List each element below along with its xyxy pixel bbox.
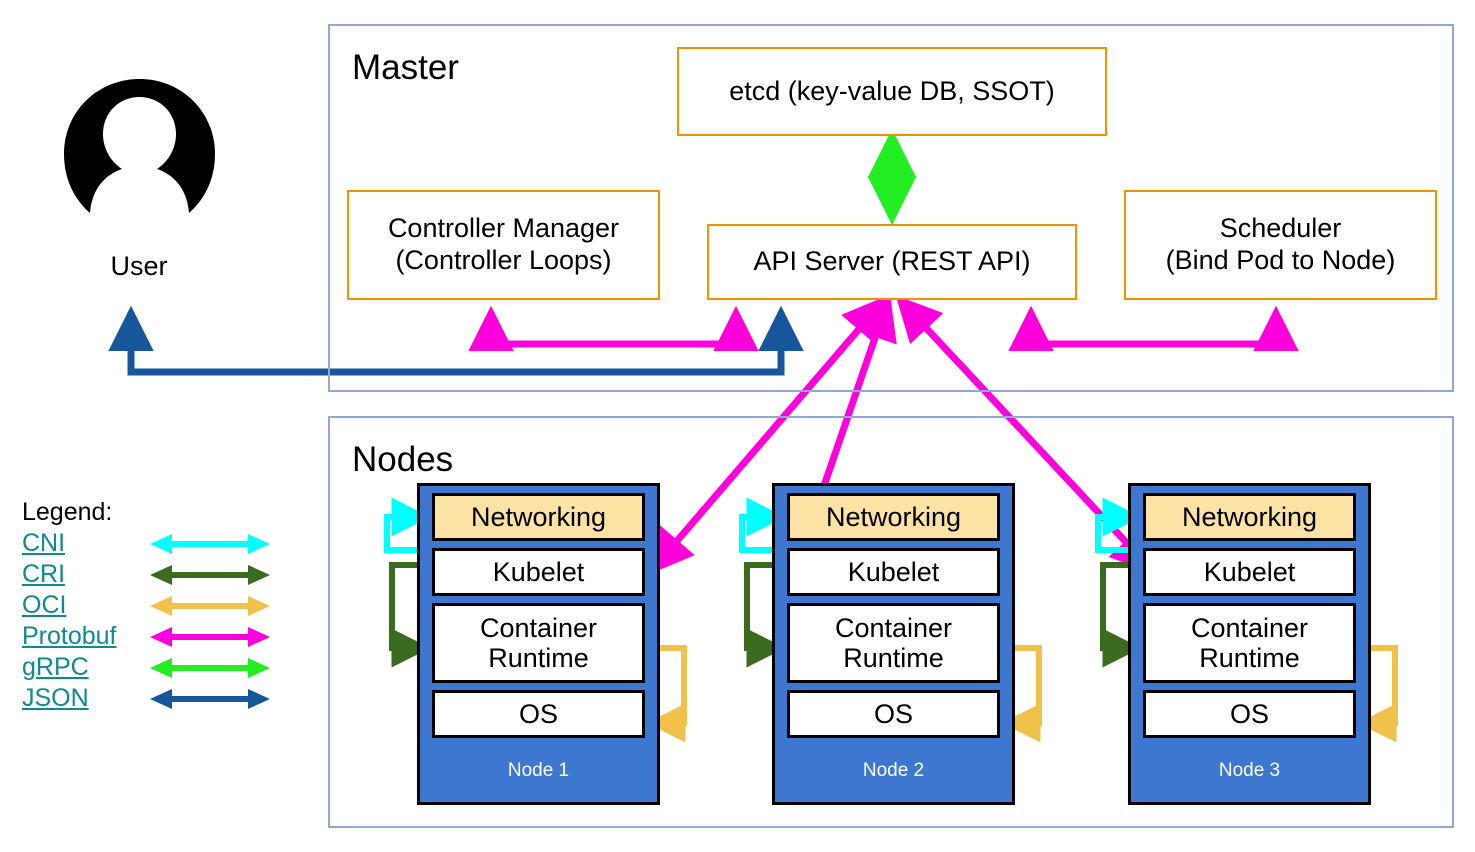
legend-label-grpc: gRPC (22, 653, 89, 681)
legend-arrow-protobuf (150, 626, 270, 647)
legend-arrow-cni (150, 533, 270, 554)
node-2-layer-os: OS (787, 690, 1000, 738)
node-3-layer-container-runtime: Container Runtime (1143, 603, 1356, 683)
node-3-label: Node 3 (1218, 760, 1281, 781)
legend-label-cri: CRI (22, 560, 66, 588)
legend-row-oci[interactable]: OCI (22, 590, 292, 621)
legend-row-grpc[interactable]: gRPC (22, 652, 292, 683)
node-3-layer-kubelet: Kubelet (1143, 548, 1356, 596)
legend-arrow-oci (150, 595, 270, 616)
legend-row-protobuf[interactable]: Protobuf (22, 621, 292, 652)
connector-cri-node-3 (1100, 562, 1142, 668)
controller-manager-box[interactable]: Controller Manager (Controller Loops) (347, 190, 660, 300)
scheduler-box[interactable]: Scheduler (Bind Pod to Node) (1124, 190, 1437, 300)
node-2-layer-kubelet: Kubelet (787, 548, 1000, 596)
master-container (328, 24, 1454, 392)
legend-label-json: JSON (22, 684, 89, 712)
connector-oci-node-1 (646, 645, 687, 743)
nodes-title: Nodes (352, 440, 454, 479)
node-3-layer-os: OS (1143, 690, 1356, 738)
legend-row-cni[interactable]: CNI (22, 528, 292, 559)
node-1-layer-networking: Networking (432, 493, 645, 541)
legend-label-oci: OCI (22, 591, 67, 619)
node-2-layer-container-runtime: Container Runtime (787, 603, 1000, 683)
node-card-3[interactable]: Networking Kubelet Container Runtime OS … (1128, 483, 1371, 805)
node-1-layer-kubelet: Kubelet (432, 548, 645, 596)
node-2-layer-networking: Networking (787, 493, 1000, 541)
legend-label-cni: CNI (22, 529, 66, 557)
connector-cni-node-2 (739, 497, 786, 553)
connector-cni-node-1 (384, 497, 431, 553)
node-card-2[interactable]: Networking Kubelet Container Runtime OS … (772, 483, 1015, 805)
connector-cri-node-2 (744, 562, 786, 668)
connector-oci-node-3 (1357, 645, 1398, 743)
legend: Legend: CNI CRI OCI (22, 500, 292, 714)
api-server-box[interactable]: API Server (REST API) (707, 224, 1077, 300)
node-card-1[interactable]: Networking Kubelet Container Runtime OS … (417, 483, 660, 805)
user-avatar-icon (64, 79, 215, 213)
node-2-label: Node 2 (862, 760, 925, 781)
etcd-box[interactable]: etcd (key-value DB, SSOT) (677, 47, 1107, 136)
user-label: User (110, 251, 168, 281)
node-1-label: Node 1 (507, 760, 570, 781)
legend-row-json[interactable]: JSON (22, 683, 292, 714)
connector-cni-node-3 (1095, 497, 1142, 553)
node-1-layer-container-runtime: Container Runtime (432, 603, 645, 683)
legend-arrow-cri (150, 564, 270, 585)
connector-cri-node-1 (389, 562, 431, 668)
nodes-container (328, 416, 1454, 828)
legend-label-protobuf: Protobuf (22, 622, 117, 650)
legend-arrow-grpc (150, 657, 270, 678)
node-3-layer-networking: Networking (1143, 493, 1356, 541)
connector-oci-node-2 (1001, 645, 1042, 743)
legend-row-cri[interactable]: CRI (22, 559, 292, 590)
legend-arrow-json (150, 688, 270, 709)
master-title: Master (352, 48, 459, 87)
node-1-layer-os: OS (432, 690, 645, 738)
legend-title: Legend: (22, 498, 113, 526)
